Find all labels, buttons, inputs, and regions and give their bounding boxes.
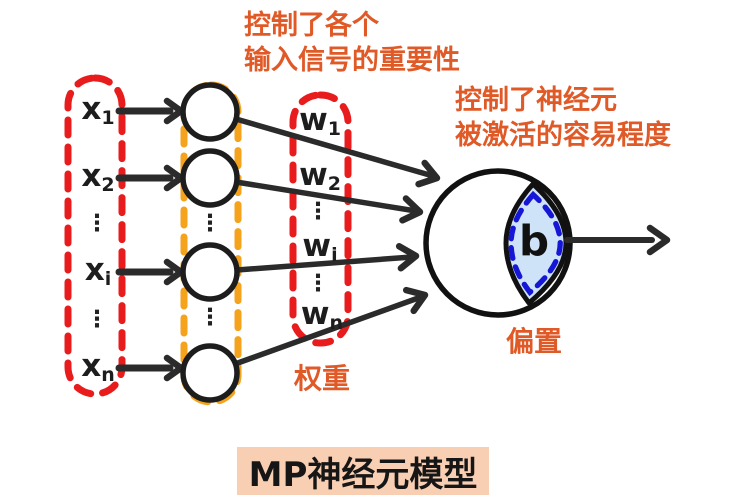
node-circle-2	[180, 148, 240, 208]
inputs-ellipsis-2: ⋮	[85, 306, 109, 333]
weights-importance-note-line2: 输入信号的重要性	[244, 45, 460, 76]
diagram-title: MP神经元模型	[237, 447, 489, 495]
weighted-arrow-wi	[234, 243, 420, 273]
weighted-arrow-w1	[233, 116, 441, 188]
input-xn-label: xn	[81, 347, 115, 387]
xi-base: x	[84, 251, 105, 288]
w1-base: w	[299, 101, 328, 138]
xi-sub: i	[104, 268, 112, 291]
node-circle-4	[180, 343, 240, 403]
weight-w1-label: w1	[299, 101, 341, 141]
weight-wn-label: wn	[300, 295, 344, 335]
weight-wi-label: wi	[302, 227, 338, 267]
bias-caption: 偏置	[505, 325, 563, 358]
node-circle-3	[180, 242, 240, 302]
wi-base: w	[302, 227, 332, 264]
x2-base: x	[81, 157, 102, 194]
xn-base: x	[81, 347, 102, 384]
wn-base: w	[300, 295, 330, 332]
wi-sub: i	[331, 244, 338, 267]
xn-sub: n	[101, 364, 115, 387]
input-x1-label: x1	[81, 90, 115, 130]
weights-ellipsis-2: ⋮	[306, 270, 330, 297]
weighted-arrow-wn	[232, 286, 429, 367]
x1-base: x	[81, 90, 102, 127]
weight-w2-label: w2	[299, 156, 341, 196]
bias-symbol: b	[518, 216, 550, 266]
input-arrow-xn	[115, 354, 185, 382]
activation-ease-note-line2: 被激活的容易程度	[455, 120, 671, 151]
input-arrow-xi	[115, 258, 185, 286]
activation-ease-note: 控制了神经元 被激活的容易程度	[455, 83, 671, 153]
w2-sub: 2	[327, 173, 341, 196]
weights-group-outline	[289, 91, 352, 347]
neurons-ellipsis-1: ⋮	[198, 210, 222, 237]
output-arrow	[564, 224, 671, 256]
weights-caption: 权重	[293, 362, 351, 395]
input-arrow-x1	[115, 97, 185, 125]
bias-lens-dashed-outline	[508, 190, 563, 297]
neurons-ellipsis-2: ⋮	[198, 304, 222, 331]
x1-sub: 1	[101, 107, 115, 130]
activation-ease-note-line1: 控制了神经元	[455, 85, 617, 116]
input-xi-label: xi	[84, 251, 112, 291]
inputs-ellipsis-1: ⋮	[85, 210, 109, 237]
weights-ellipsis-1: ⋮	[306, 198, 330, 225]
w1-sub: 1	[327, 118, 341, 141]
w2-base: w	[299, 156, 328, 193]
node-circle-1	[180, 82, 240, 142]
wn-sub: n	[329, 312, 344, 335]
weights-importance-note-line1: 控制了各个	[244, 10, 379, 41]
input-arrow-x2	[115, 164, 185, 192]
weights-importance-note: 控制了各个 输入信号的重要性	[244, 8, 460, 78]
x2-sub: 2	[101, 174, 115, 197]
input-x2-label: x2	[81, 157, 115, 197]
inputs-group-outline	[64, 74, 126, 398]
weighted-arrow-w2	[233, 179, 424, 224]
